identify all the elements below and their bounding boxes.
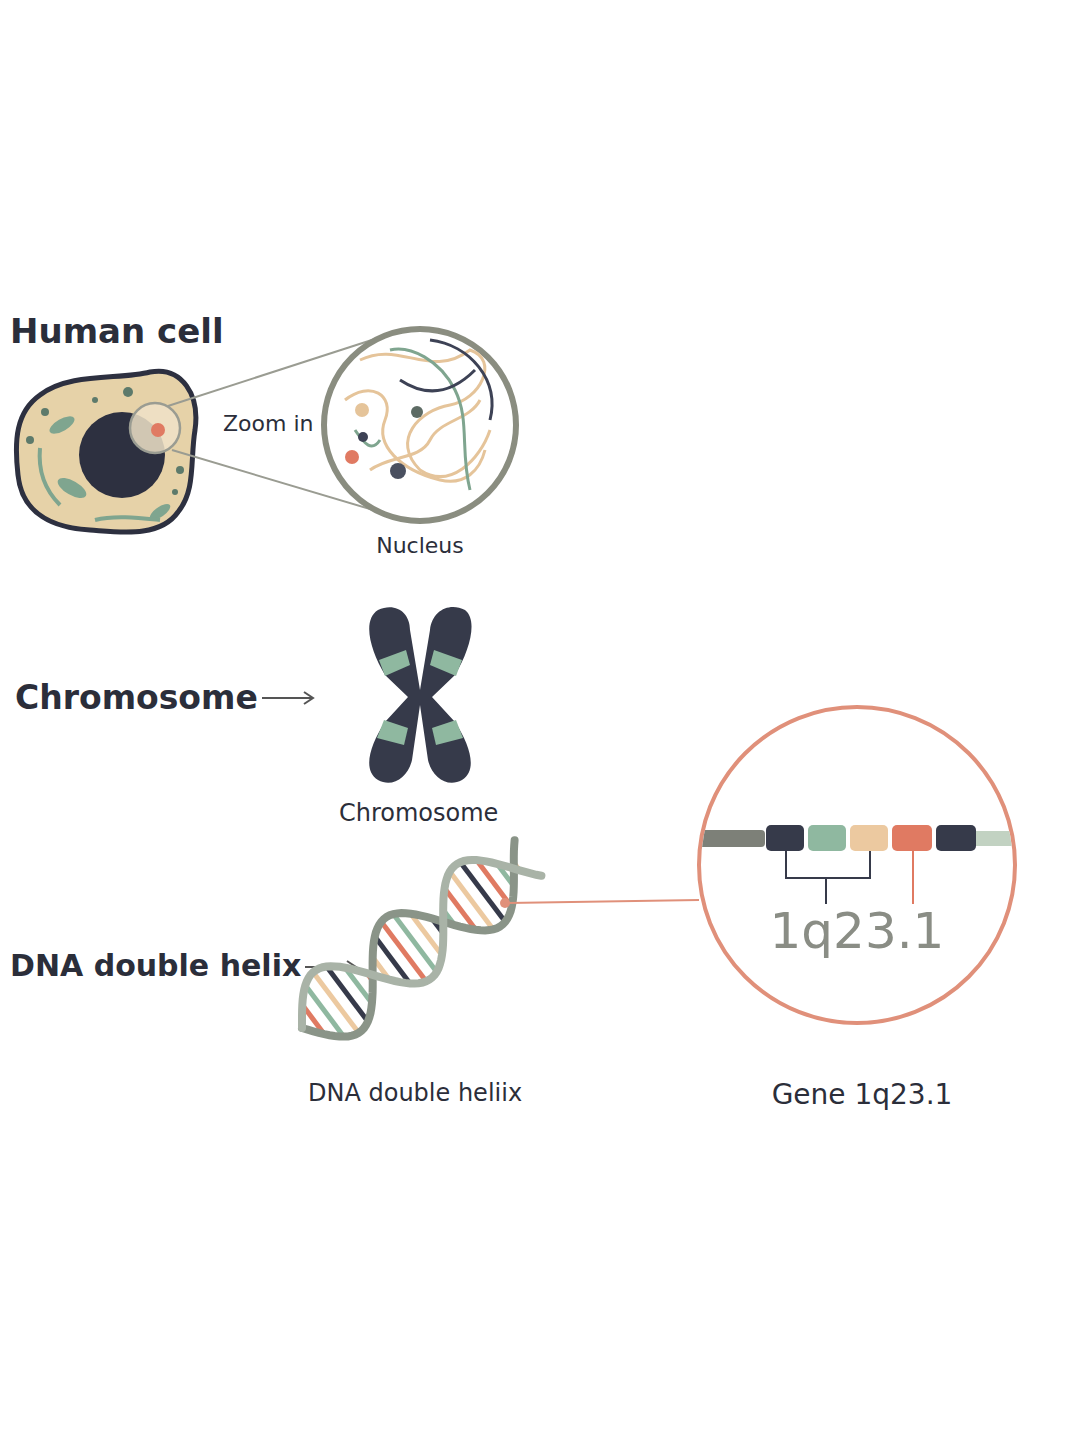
gene-label: Gene 1q23.1 [772, 1079, 953, 1111]
gene-circle: 1q23.1Gene 1q23.1 [697, 705, 1017, 1025]
section-heading: Chromosome [15, 679, 258, 717]
locus-label: 1q23.1 [770, 903, 945, 961]
section-heading: Human cell [10, 312, 224, 351]
zoom-label: Zoom in [223, 411, 313, 436]
part-label: DNA double heliix [308, 1080, 522, 1108]
human-cell [16, 371, 195, 532]
part-label: Nucleus [376, 533, 464, 558]
dna-helix [302, 840, 541, 1036]
dna-strand [302, 840, 515, 1036]
part-label: Chromosome [339, 800, 498, 828]
section-heading: DNA double helix [10, 949, 301, 984]
nucleus-zoom [324, 329, 516, 521]
chromosome-figure [369, 607, 471, 783]
gene-zoom [690, 707, 1030, 1023]
nucleus-circle: Nucleus [323, 328, 517, 522]
dna-strand [302, 860, 541, 1028]
